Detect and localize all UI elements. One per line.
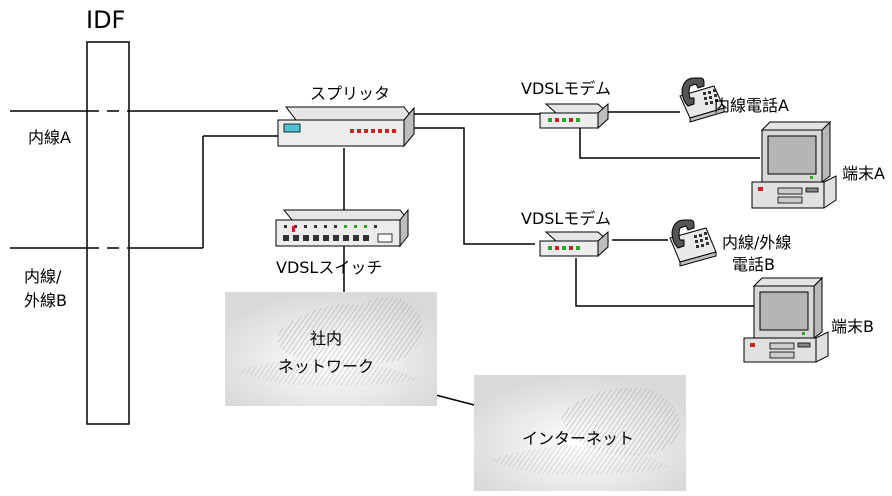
terminal-a-icon [752, 122, 836, 208]
phone-a-label: 内線電話A [714, 96, 789, 115]
internet-label: インターネット [522, 429, 634, 448]
vdsl-modem-a [540, 104, 608, 128]
intranet-label-1: 社内 [310, 329, 342, 348]
phone-b-label-1: 内線/外線 [722, 233, 791, 252]
terminal-b-icon [744, 278, 828, 362]
line-b [10, 136, 278, 248]
line-b-label-1: 内線/ [24, 267, 62, 286]
splitter-label: スプリッタ [310, 84, 390, 103]
line-a-label: 内線A [28, 128, 71, 147]
vdsl-switch [276, 210, 408, 246]
switch-label: VDSLスイッチ [276, 258, 382, 277]
idf-panel [87, 42, 129, 424]
modem-a-label: VDSLモデム [521, 79, 611, 98]
terminal-b-label: 端末B [831, 317, 874, 336]
phone-b-label-2: 電話B [732, 255, 775, 274]
intranet-cloud [225, 292, 437, 406]
intranet-label-2: ネットワーク [278, 357, 374, 376]
splitter [278, 107, 414, 146]
line-b-label-2: 外線B [24, 291, 67, 310]
idf-label: IDF [86, 6, 125, 34]
phone-b-icon [670, 220, 716, 266]
vdsl-modem-b [540, 232, 608, 256]
modem-b-label: VDSLモデム [521, 209, 611, 228]
terminal-a-label: 端末A [842, 164, 885, 183]
